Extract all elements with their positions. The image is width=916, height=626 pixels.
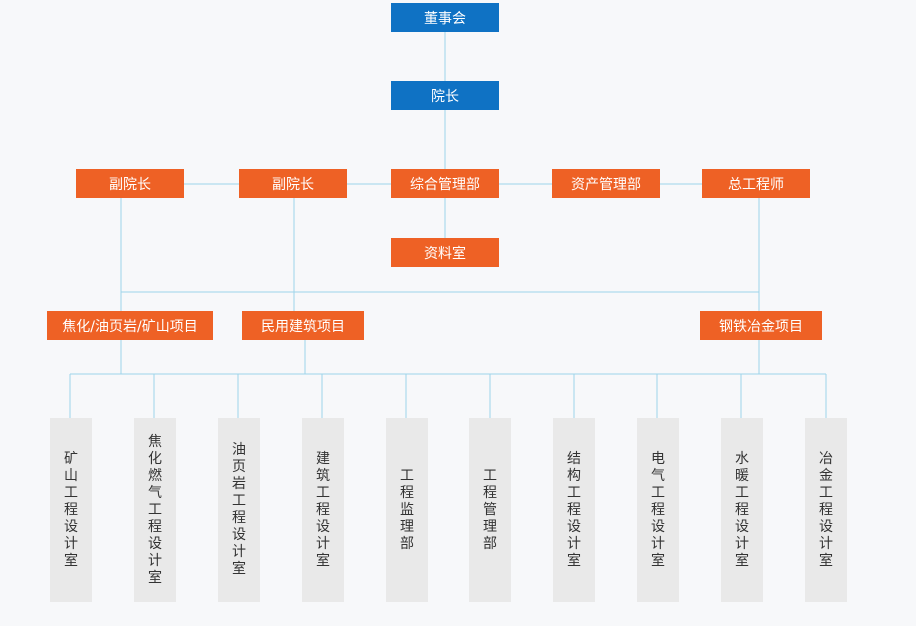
department-label: 结构工程设计室	[567, 450, 581, 569]
node-admin-dept: 综合管理部	[391, 169, 499, 198]
node-president: 院长	[391, 81, 499, 110]
department-box: 油页岩工程设计室	[218, 418, 260, 602]
department-label: 油页岩工程设计室	[232, 442, 246, 577]
department-label: 工程监理部	[400, 467, 414, 552]
department-label: 工程管理部	[483, 467, 497, 552]
node-assets-dept: 资产管理部	[552, 169, 660, 198]
node-vice-president-2: 副院长	[239, 169, 347, 198]
department-box: 冶金工程设计室	[805, 418, 847, 602]
department-box: 建筑工程设计室	[302, 418, 344, 602]
node-archive: 资料室	[391, 238, 499, 267]
department-box: 结构工程设计室	[553, 418, 595, 602]
department-label: 矿山工程设计室	[64, 450, 78, 569]
department-label: 建筑工程设计室	[316, 450, 330, 569]
department-box: 工程管理部	[469, 418, 511, 602]
node-vice-president-1: 副院长	[76, 169, 184, 198]
department-label: 电气工程设计室	[651, 450, 665, 569]
department-box: 电气工程设计室	[637, 418, 679, 602]
department-box: 焦化燃气工程设计室	[134, 418, 176, 602]
department-label: 冶金工程设计室	[819, 450, 833, 569]
node-project-civil: 民用建筑项目	[242, 311, 364, 340]
node-chief-engineer: 总工程师	[702, 169, 810, 198]
node-project-coking: 焦化/油页岩/矿山项目	[47, 311, 213, 340]
department-label: 焦化燃气工程设计室	[148, 433, 162, 586]
node-board: 董事会	[391, 3, 499, 32]
department-box: 矿山工程设计室	[50, 418, 92, 602]
node-project-steel: 钢铁冶金项目	[700, 311, 822, 340]
department-box: 水暖工程设计室	[721, 418, 763, 602]
department-label: 水暖工程设计室	[735, 450, 749, 569]
department-box: 工程监理部	[386, 418, 428, 602]
